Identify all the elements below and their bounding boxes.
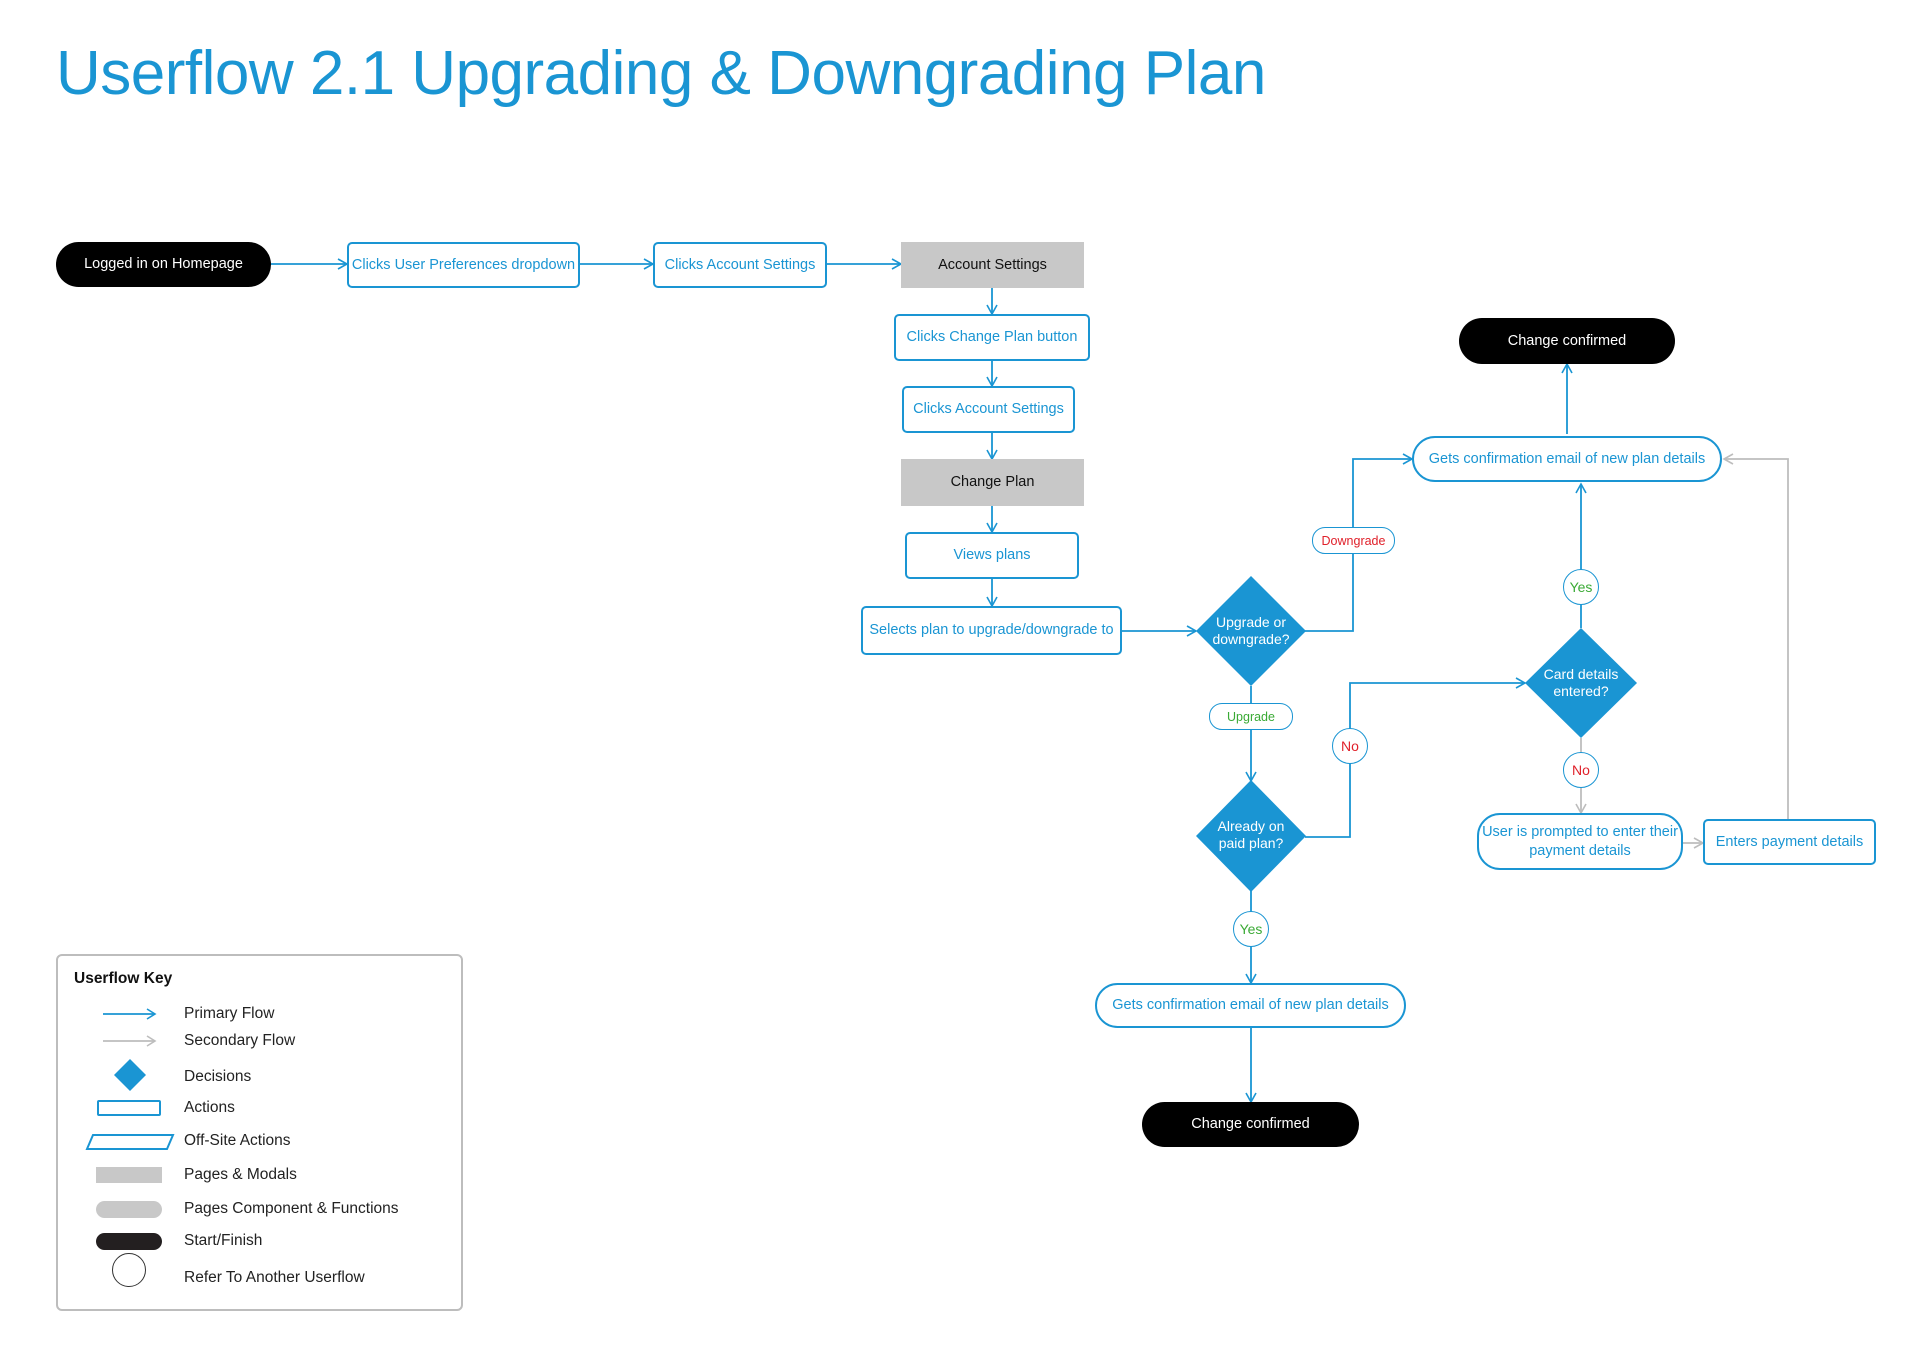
edge-label-no-paid: No bbox=[1332, 728, 1368, 764]
start-finish-icon bbox=[96, 1233, 162, 1250]
start-logged-in-on-homepage: Logged in on Homepage bbox=[56, 242, 271, 287]
action-enters-payment-details: Enters payment details bbox=[1703, 819, 1876, 865]
edge-label-yes-paid: Yes bbox=[1233, 911, 1269, 947]
userflow-key-panel: Userflow Key Primary Flow Secondary Flow… bbox=[56, 954, 463, 1311]
key-label-decisions: Decisions bbox=[184, 1068, 252, 1085]
page-change-plan: Change Plan bbox=[901, 459, 1084, 506]
key-label-refer-another: Refer To Another Userflow bbox=[184, 1269, 365, 1286]
key-label-primary-flow: Primary Flow bbox=[184, 1005, 275, 1022]
action-box-icon bbox=[97, 1100, 161, 1116]
key-title: Userflow Key bbox=[74, 970, 173, 987]
key-label-pages-modals: Pages & Modals bbox=[184, 1166, 297, 1183]
action-views-plans: Views plans bbox=[905, 532, 1079, 579]
page-title: Userflow 2.1 Upgrading & Downgrading Pla… bbox=[56, 39, 1266, 108]
decision-diamond-icon bbox=[114, 1059, 146, 1091]
decision-upgrade-or-downgrade: Upgrade or downgrade? bbox=[1212, 613, 1290, 648]
page-modal-icon bbox=[96, 1167, 162, 1183]
finish-change-confirmed-top: Change confirmed bbox=[1459, 318, 1675, 364]
arrow-payment-to-email bbox=[1722, 453, 1789, 819]
action-clicks-account-settings-2: Clicks Account Settings bbox=[902, 386, 1075, 433]
key-label-start-finish: Start/Finish bbox=[184, 1232, 263, 1249]
primary-flow-arrow-icon bbox=[103, 1008, 157, 1020]
action-clicks-account-settings: Clicks Account Settings bbox=[653, 242, 827, 288]
action-user-prompted-payment: User is prompted to enter their payment … bbox=[1477, 813, 1683, 870]
decision-diamond-upgrade-downgrade bbox=[1196, 576, 1306, 686]
key-label-off-site-actions: Off-Site Actions bbox=[184, 1132, 291, 1149]
page-component-icon bbox=[96, 1201, 162, 1218]
action-clicks-user-preferences: Clicks User Preferences dropdown bbox=[347, 242, 580, 288]
key-label-pages-component: Pages Component & Functions bbox=[184, 1200, 399, 1217]
decision-diamond-card-details bbox=[1525, 628, 1637, 738]
page-account-settings: Account Settings bbox=[901, 242, 1084, 288]
action-clicks-change-plan-button: Clicks Change Plan button bbox=[894, 314, 1090, 361]
edge-label-upgrade: Upgrade bbox=[1209, 703, 1293, 730]
off-site-action-icon bbox=[85, 1134, 175, 1150]
key-label-actions: Actions bbox=[184, 1099, 235, 1116]
edge-label-downgrade: Downgrade bbox=[1312, 527, 1395, 554]
decision-diamond-paid-plan bbox=[1196, 780, 1306, 892]
primary-flow-lines bbox=[271, 258, 1587, 1104]
key-label-secondary-flow: Secondary Flow bbox=[184, 1032, 296, 1049]
decision-card-details-entered: Card details entered? bbox=[1543, 665, 1619, 700]
refer-userflow-circle-icon bbox=[112, 1253, 146, 1287]
secondary-flow-lines bbox=[1575, 453, 1789, 849]
edge-label-yes-card: Yes bbox=[1563, 569, 1599, 605]
action-selects-plan: Selects plan to upgrade/downgrade to bbox=[861, 606, 1122, 655]
finish-change-confirmed-bottom: Change confirmed bbox=[1142, 1102, 1359, 1147]
action-gets-confirmation-email-bottom: Gets confirmation email of new plan deta… bbox=[1095, 983, 1406, 1028]
secondary-flow-arrow-icon bbox=[103, 1035, 157, 1047]
action-gets-confirmation-email-top: Gets confirmation email of new plan deta… bbox=[1412, 436, 1722, 482]
edge-label-no-card: No bbox=[1563, 752, 1599, 788]
decision-already-on-paid-plan: Already on paid plan? bbox=[1217, 817, 1285, 852]
